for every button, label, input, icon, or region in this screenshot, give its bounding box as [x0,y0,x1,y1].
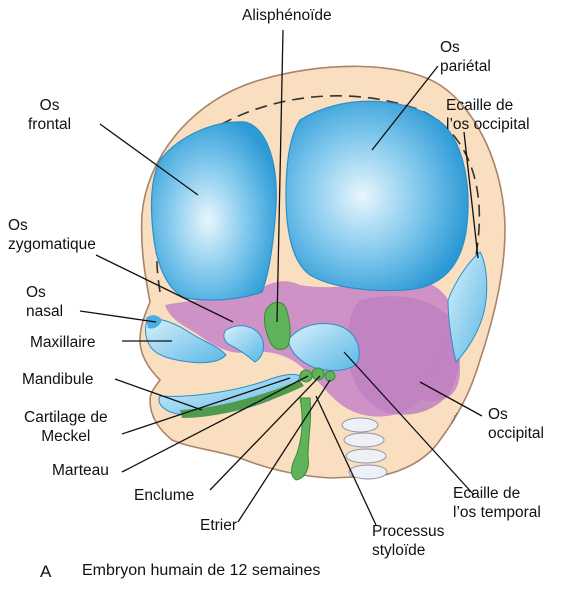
label-etrier: Etrier [200,516,237,535]
label-ecaille-temporal-line2: l’os temporal [453,503,541,522]
caption-text: Embryon humain de 12 semaines [82,562,320,580]
label-os-nasal-line1: Os [26,283,63,302]
label-os-occipital: Os occipital [488,405,544,443]
label-os-zygomatique-line1: Os [8,216,96,235]
label-ecaille-occipital: Ecaille de l’os occipital [446,96,530,134]
label-os-occipital-line2: occipital [488,424,544,443]
label-os-nasal-line2: nasal [26,302,63,321]
label-os-parietal-line1: Os [440,38,491,57]
label-ecaille-temporal: Ecaille de l’os temporal [453,484,541,522]
label-maxillaire: Maxillaire [30,333,95,352]
label-ecaille-temporal-line1: Ecaille de [453,484,541,503]
label-os-occipital-line1: Os [488,405,544,424]
label-ecaille-occipital-line1: Ecaille de [446,96,530,115]
label-os-zygomatique-line2: zygomatique [8,235,96,254]
label-processus-styloide-line1: Processus [372,522,444,541]
label-processus-styloide: Processus styloïde [372,522,444,560]
label-os-nasal: Os nasal [26,283,63,321]
label-os-frontal: Os frontal [28,96,71,134]
label-os-frontal-line1: Os [28,96,71,115]
label-marteau: Marteau [52,461,109,480]
label-cartilage-meckel-line1: Cartilage de [24,408,108,427]
label-alisphenoide: Alisphénoïde [242,6,332,25]
label-cartilage-meckel-line2: Meckel [24,427,108,446]
label-processus-styloide-line2: styloïde [372,541,444,560]
label-os-zygomatique: Os zygomatique [8,216,96,254]
label-cartilage-meckel: Cartilage de Meckel [24,408,108,446]
label-enclume: Enclume [134,486,194,505]
label-os-parietal-line2: pariétal [440,57,491,76]
caption-letter: A [40,562,51,582]
label-os-frontal-line2: frontal [28,115,71,134]
frontal-bone [152,122,277,300]
parietal-bone [286,101,468,290]
label-ecaille-occipital-line2: l’os occipital [446,115,530,134]
label-os-parietal: Os pariétal [440,38,491,76]
label-mandibule: Mandibule [22,370,94,389]
